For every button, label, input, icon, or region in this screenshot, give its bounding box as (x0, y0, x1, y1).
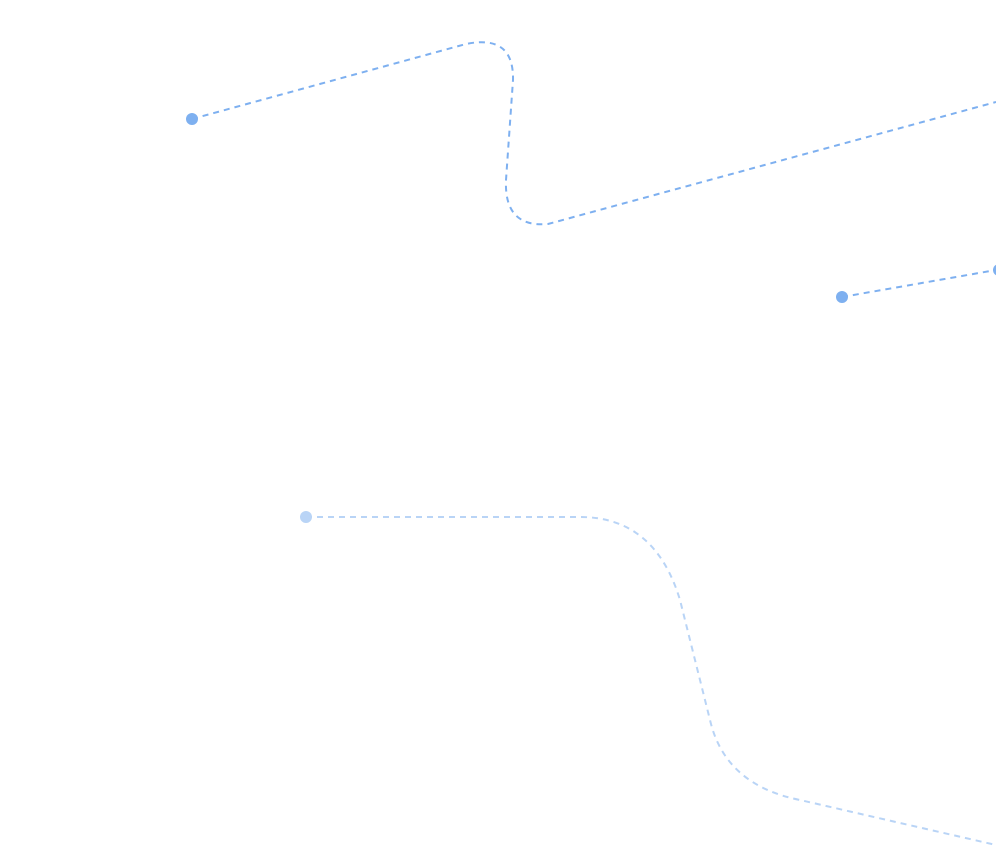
edge-1-path[interactable] (191, 41, 996, 226)
edge-2-path[interactable] (841, 269, 996, 298)
edge-2-source-handle[interactable] (836, 291, 848, 303)
edge-1[interactable] (186, 41, 996, 226)
edge-2[interactable] (836, 264, 996, 303)
edge-3[interactable] (300, 511, 996, 846)
edge-3-source-handle[interactable] (300, 511, 312, 523)
edge-3-path[interactable] (306, 516, 996, 846)
edge-2-target-handle[interactable] (993, 264, 996, 276)
edge-1-source-handle[interactable] (186, 113, 198, 125)
